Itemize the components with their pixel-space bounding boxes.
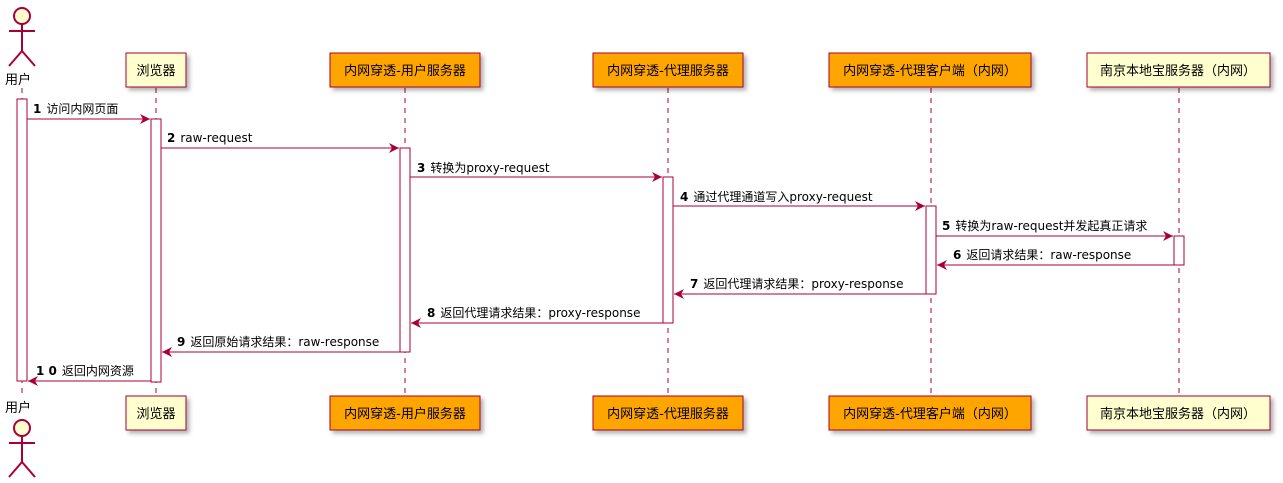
participant-proxy-client-top: 内网穿透-代理客户端（内网） [828,52,1032,88]
actor-bottom: 用户 [5,400,36,478]
participant-label: 内网穿透-代理服务器 [607,63,729,79]
actor-person-icon [8,419,36,478]
actor-top: 用户 [5,7,36,88]
participant-browser-bottom: 浏览器 [125,395,187,431]
activation-user-server [399,147,411,353]
activation-proxy-client [925,205,937,295]
participant-label: 南京本地宝服务器（内网） [1100,406,1256,422]
participant-label: 内网穿透-用户服务器 [344,63,466,79]
actor-label-bottom: 用户 [5,400,31,416]
participant-proxy-server-top: 内网穿透-代理服务器 [592,52,744,88]
participant-label: 浏览器 [136,406,175,422]
participant-proxy-server-bottom: 内网穿透-代理服务器 [592,395,744,431]
activation-proxy-server [662,176,674,324]
participant-nanjing-server-bottom: 南京本地宝服务器（内网） [1086,395,1271,431]
participant-proxy-client-bottom: 内网穿透-代理客户端（内网） [828,395,1032,431]
activation-actor [16,98,28,382]
activation-browser [150,118,162,383]
actor-person-icon [8,7,36,67]
participant-label: 内网穿透-用户服务器 [344,406,466,422]
participant-user-server-top: 内网穿透-用户服务器 [329,52,481,88]
participant-nanjing-server-top: 南京本地宝服务器（内网） [1086,52,1271,88]
activation-nanjing-server [1173,235,1185,266]
actor-label-top: 用户 [5,72,31,88]
participant-label: 南京本地宝服务器（内网） [1100,63,1256,79]
activations [16,98,1185,383]
participant-label: 内网穿透-代理客户端（内网） [843,406,1017,422]
participant-user-server-bottom: 内网穿透-用户服务器 [329,395,481,431]
participant-browser-top: 浏览器 [125,52,187,88]
participant-label: 内网穿透-代理服务器 [607,406,729,422]
participant-label: 浏览器 [136,63,175,79]
participant-label: 内网穿透-代理客户端（内网） [843,63,1017,79]
